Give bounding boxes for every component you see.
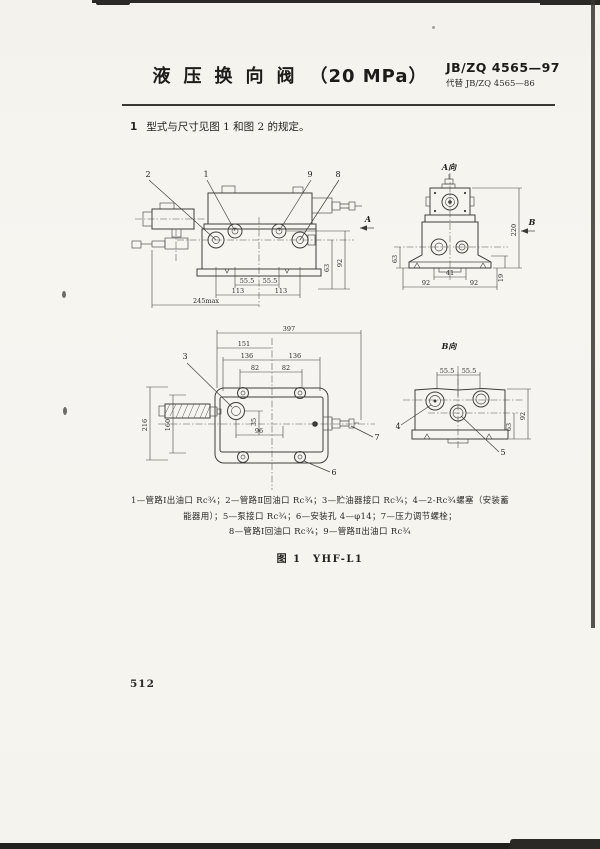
figure-caption: 图 1 YHF-L1 bbox=[276, 554, 364, 565]
clause-text: 型式与尺寸见图 1 和图 2 的规定。 bbox=[146, 121, 310, 133]
scan-edge-blob bbox=[96, 1, 130, 5]
callout-6: 6 bbox=[331, 468, 336, 477]
figure-legend: 1—管路Ⅰ出油口 Rc¾；2—管路Ⅱ回油口 Rc¾；3—贮油器接口 Rc¾；4—… bbox=[98, 494, 542, 541]
callout-1: 1 bbox=[203, 170, 208, 179]
direction-arrow-a: A bbox=[364, 214, 371, 224]
dim-113-right: 113 bbox=[275, 287, 287, 295]
dim-55-left: 55.5 bbox=[440, 367, 454, 375]
dim-96: 96 bbox=[255, 427, 263, 435]
title-chinese: 液压换向阀 bbox=[152, 66, 308, 87]
callout-2: 2 bbox=[145, 170, 150, 179]
a-view-label: A向 bbox=[441, 162, 457, 172]
scan-edge-bottom-right bbox=[510, 839, 600, 849]
scan-edge-bottom bbox=[0, 843, 600, 849]
page-number: 512 bbox=[130, 678, 155, 690]
scan-edge-right bbox=[591, 0, 595, 628]
clause-number: 1 bbox=[130, 121, 138, 133]
superseded-standard: 代替 JB/ZQ 4565—86 bbox=[446, 79, 535, 89]
standard-number-block: JB/ZQ 4565—97 代替 JB/ZQ 4565—86 bbox=[446, 60, 564, 89]
dim-63: 63 bbox=[505, 423, 513, 431]
b-view-label: B向 bbox=[441, 341, 458, 351]
dim-35: 35 bbox=[250, 418, 258, 426]
dim-92-left: 92 bbox=[422, 279, 430, 287]
front-view-drawing: 2 1 9 8 bbox=[131, 170, 374, 308]
page-title: 液压换向阀（20 MPa） bbox=[130, 62, 450, 88]
dim-55-right: 55.5 bbox=[263, 277, 277, 285]
dim-92: 92 bbox=[336, 259, 344, 267]
clause-1: 1 型式与尺寸见图 1 和图 2 的规定。 bbox=[130, 119, 310, 134]
legend-line-3: 8—管路Ⅰ回油口 Rc¾；9—管路Ⅱ出油口 Rc¾ bbox=[228, 527, 412, 537]
scan-speck bbox=[432, 26, 435, 29]
callout-4: 4 bbox=[395, 422, 400, 431]
callout-7: 7 bbox=[374, 433, 379, 442]
dim-82-left: 82 bbox=[251, 364, 259, 372]
callout-8: 8 bbox=[335, 170, 340, 179]
dim-41: 41 bbox=[446, 269, 454, 277]
dim-19: 19 bbox=[497, 274, 505, 282]
callout-5: 5 bbox=[500, 448, 505, 457]
dim-55-left: 55.5 bbox=[240, 277, 254, 285]
scan-edge-top bbox=[92, 0, 600, 3]
dim-245max: 245max bbox=[193, 297, 219, 305]
dim-113-left: 113 bbox=[232, 287, 244, 295]
a-direction-view-drawing: A向 220 19 41 92 92 63 bbox=[391, 162, 536, 290]
title-pressure: （20 MPa） bbox=[309, 66, 428, 87]
callout-3: 3 bbox=[182, 352, 187, 361]
b-direction-view-drawing: B向 55.5 55.5 92 63 4 5 bbox=[395, 341, 531, 457]
dim-220: 220 bbox=[510, 224, 518, 236]
scan-speck bbox=[63, 407, 67, 415]
dim-397: 397 bbox=[283, 325, 295, 333]
dim-82-right: 82 bbox=[282, 364, 290, 372]
dim-63: 63 bbox=[391, 255, 399, 263]
scan-edge-top-right bbox=[540, 0, 600, 5]
dim-216: 216 bbox=[141, 419, 149, 431]
dim-63: 63 bbox=[323, 264, 331, 272]
scan-speck bbox=[62, 291, 66, 298]
standard-number: JB/ZQ 4565—97 bbox=[446, 60, 560, 75]
dim-151: 151 bbox=[238, 340, 250, 348]
dim-92: 92 bbox=[519, 412, 527, 420]
legend-line-1: 1—管路Ⅰ出油口 Rc¾；2—管路Ⅱ回油口 Rc¾；3—贮油器接口 Rc¾；4—… bbox=[130, 496, 510, 506]
callout-9: 9 bbox=[307, 170, 312, 179]
dim-136-right: 136 bbox=[289, 352, 301, 360]
dim-55-right: 55.5 bbox=[462, 367, 476, 375]
dim-92-right: 92 bbox=[470, 279, 478, 287]
direction-arrow-b: B bbox=[528, 217, 536, 227]
dim-136-left: 136 bbox=[241, 352, 253, 360]
top-view-drawing: 397 151 136 136 82 82 216 160 35 96 bbox=[141, 325, 380, 490]
legend-line-2: 能器用）；5—泵接口 Rc¾；6—安装孔 4—φ14；7—压力调节螺栓； bbox=[183, 511, 457, 522]
header-rule bbox=[122, 104, 555, 106]
dim-160: 160 bbox=[164, 419, 172, 431]
